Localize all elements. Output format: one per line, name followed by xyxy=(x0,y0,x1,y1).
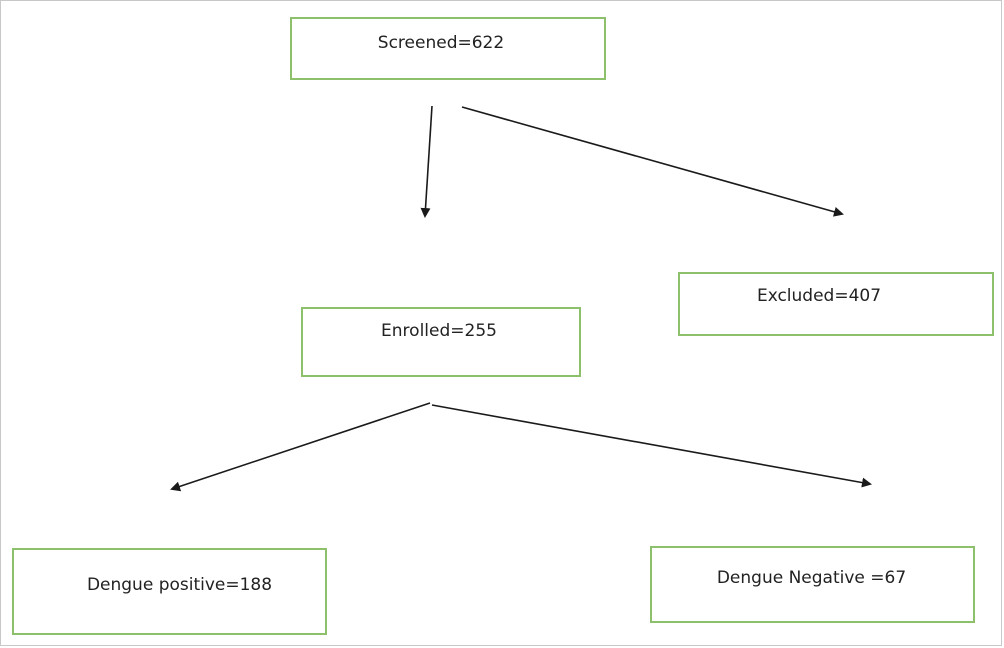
node-excluded-label: Excluded=407 xyxy=(756,286,882,306)
node-dengue-positive: Dengue positive=188 xyxy=(12,548,327,635)
arrow-enrolled-to-positive xyxy=(170,402,431,492)
arrow-screened-to-excluded xyxy=(461,106,844,217)
node-dengue-negative-label: Dengue Negative =67 xyxy=(716,567,907,588)
arrow-screened-to-enrolled xyxy=(420,105,433,218)
node-dengue-negative: Dengue Negative =67 xyxy=(650,546,975,623)
arrow-enrolled-to-negative xyxy=(431,404,872,488)
node-screened-label: Screened=622 xyxy=(377,32,505,53)
node-screened: Screened=622 xyxy=(290,17,606,80)
node-excluded: Excluded=407 xyxy=(678,272,994,336)
node-dengue-positive-label: Dengue positive=188 xyxy=(86,574,273,595)
node-enrolled-label: Enrolled=255 xyxy=(381,321,497,341)
node-enrolled: Enrolled=255 xyxy=(301,307,581,377)
